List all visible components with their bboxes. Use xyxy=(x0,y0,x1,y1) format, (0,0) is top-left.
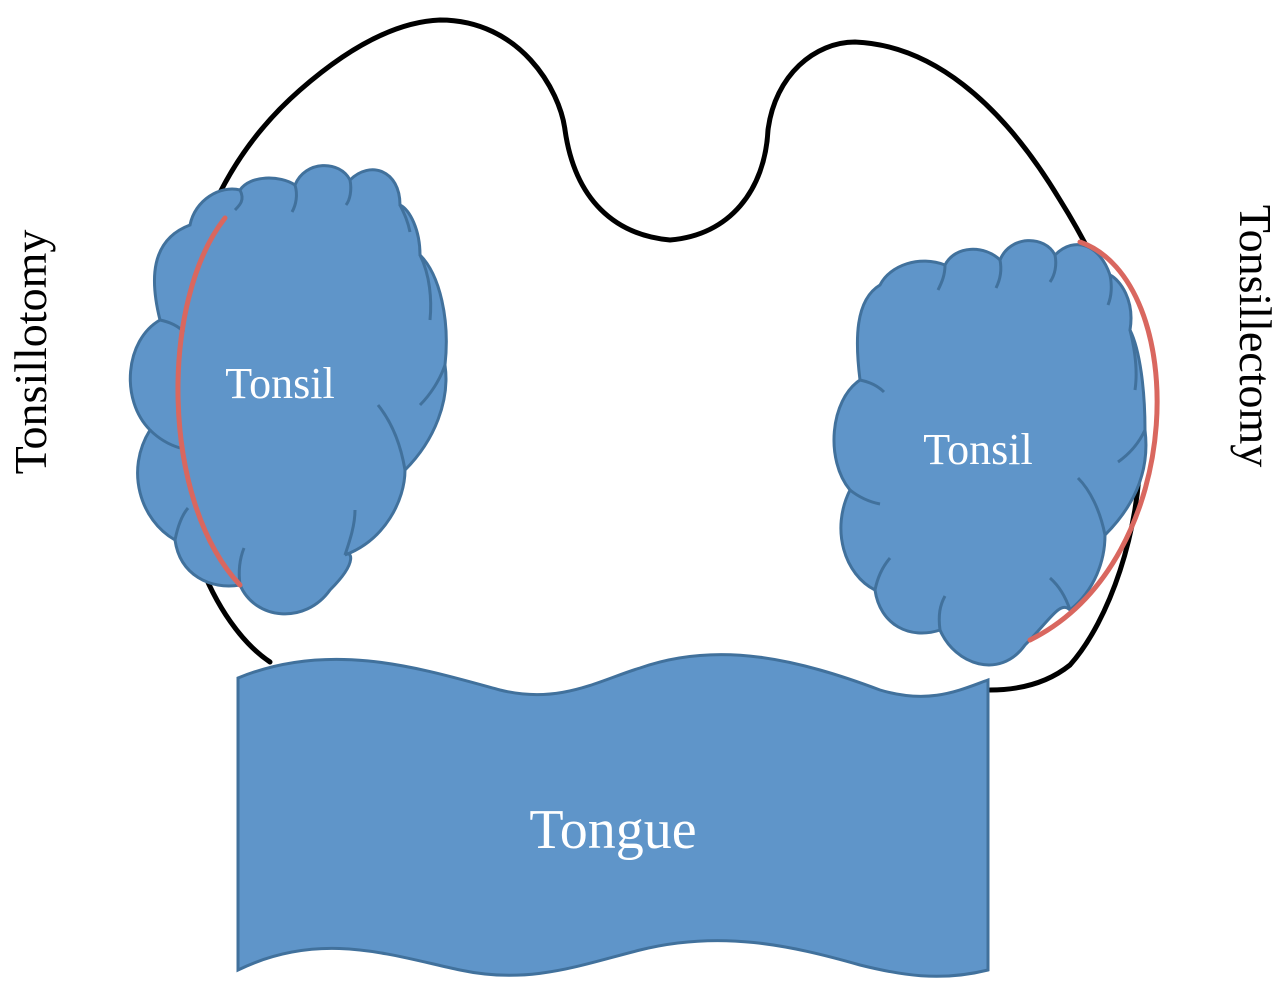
tongue-label: Tongue xyxy=(529,799,696,861)
tonsil-left-label: Tonsil xyxy=(225,359,334,408)
tongue: Tongue xyxy=(238,655,988,977)
tonsil-right-label: Tonsil xyxy=(923,425,1032,474)
tonsillotomy-label: Tonsillotomy xyxy=(5,230,56,475)
tonsillectomy-label: Tonsillectomy xyxy=(1230,205,1281,468)
tonsil-right: Tonsil xyxy=(834,241,1146,665)
